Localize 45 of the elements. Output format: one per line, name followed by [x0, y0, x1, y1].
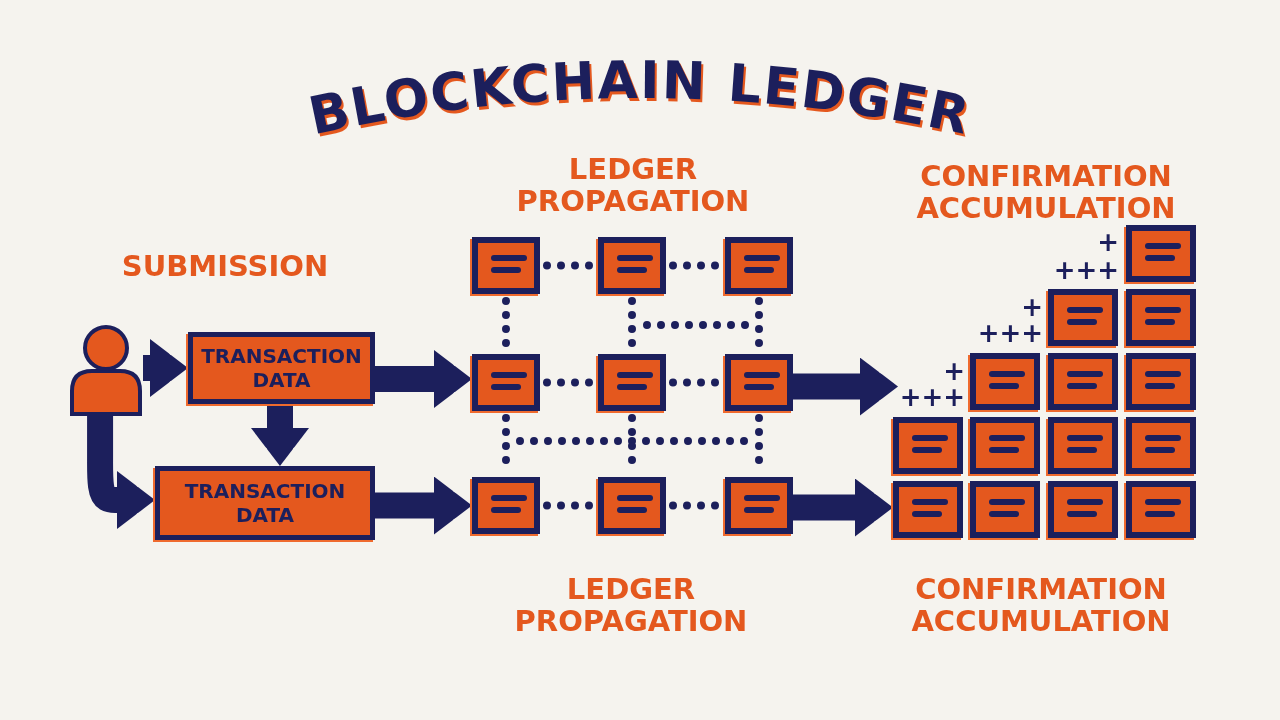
plus-signs: +++: [976, 320, 1043, 346]
plus-signs: +++: [898, 384, 965, 410]
node-label: TRANSACTION DATA: [200, 344, 363, 392]
block-box: [472, 477, 540, 534]
person-icon: [69, 324, 143, 416]
plus-signs: +: [1020, 294, 1043, 320]
block-box: [598, 354, 666, 411]
plus-signs: +: [942, 358, 965, 384]
plus-signs: +: [1096, 229, 1119, 255]
plus-signs: +++: [1052, 257, 1119, 283]
process-box: [188, 332, 375, 404]
block-box: [725, 477, 793, 534]
block-arrow: [251, 404, 309, 466]
block-box: [970, 417, 1040, 474]
block-box: [1126, 417, 1196, 474]
block-box: [1048, 417, 1118, 474]
block-box: [1126, 353, 1196, 410]
block-box: [598, 477, 666, 534]
block-box: [1048, 289, 1118, 346]
block-box: [725, 354, 793, 411]
block-arrow: [793, 357, 898, 416]
block-box: [893, 417, 963, 474]
block-box: [725, 237, 793, 294]
section-heading: SUBMISSION: [120, 250, 330, 282]
section-heading: LEDGER PROPAGATION: [515, 153, 751, 217]
block-box: [1126, 289, 1196, 346]
section-heading: CONFIRMATION ACCUMULATION: [915, 160, 1177, 224]
block-box: [893, 481, 963, 538]
block-box: [598, 237, 666, 294]
block-arrow: [375, 476, 472, 535]
section-heading: LEDGER PROPAGATION: [513, 573, 749, 637]
block-box: [970, 353, 1040, 410]
block-box: [472, 237, 540, 294]
block-box: [1048, 353, 1118, 410]
block-box: [1126, 481, 1196, 538]
node-label: TRANSACTION DATA: [183, 479, 347, 527]
block-box: [472, 354, 540, 411]
block-box: [970, 481, 1040, 538]
process-box: [155, 466, 375, 540]
block-arrow: [793, 478, 893, 537]
block-box: [1126, 225, 1196, 282]
block-box: [1048, 481, 1118, 538]
block-arrow: [375, 350, 472, 408]
title: BLOCKCHAIN LEDGER: [303, 49, 977, 147]
section-heading: CONFIRMATION ACCUMULATION: [910, 573, 1172, 637]
